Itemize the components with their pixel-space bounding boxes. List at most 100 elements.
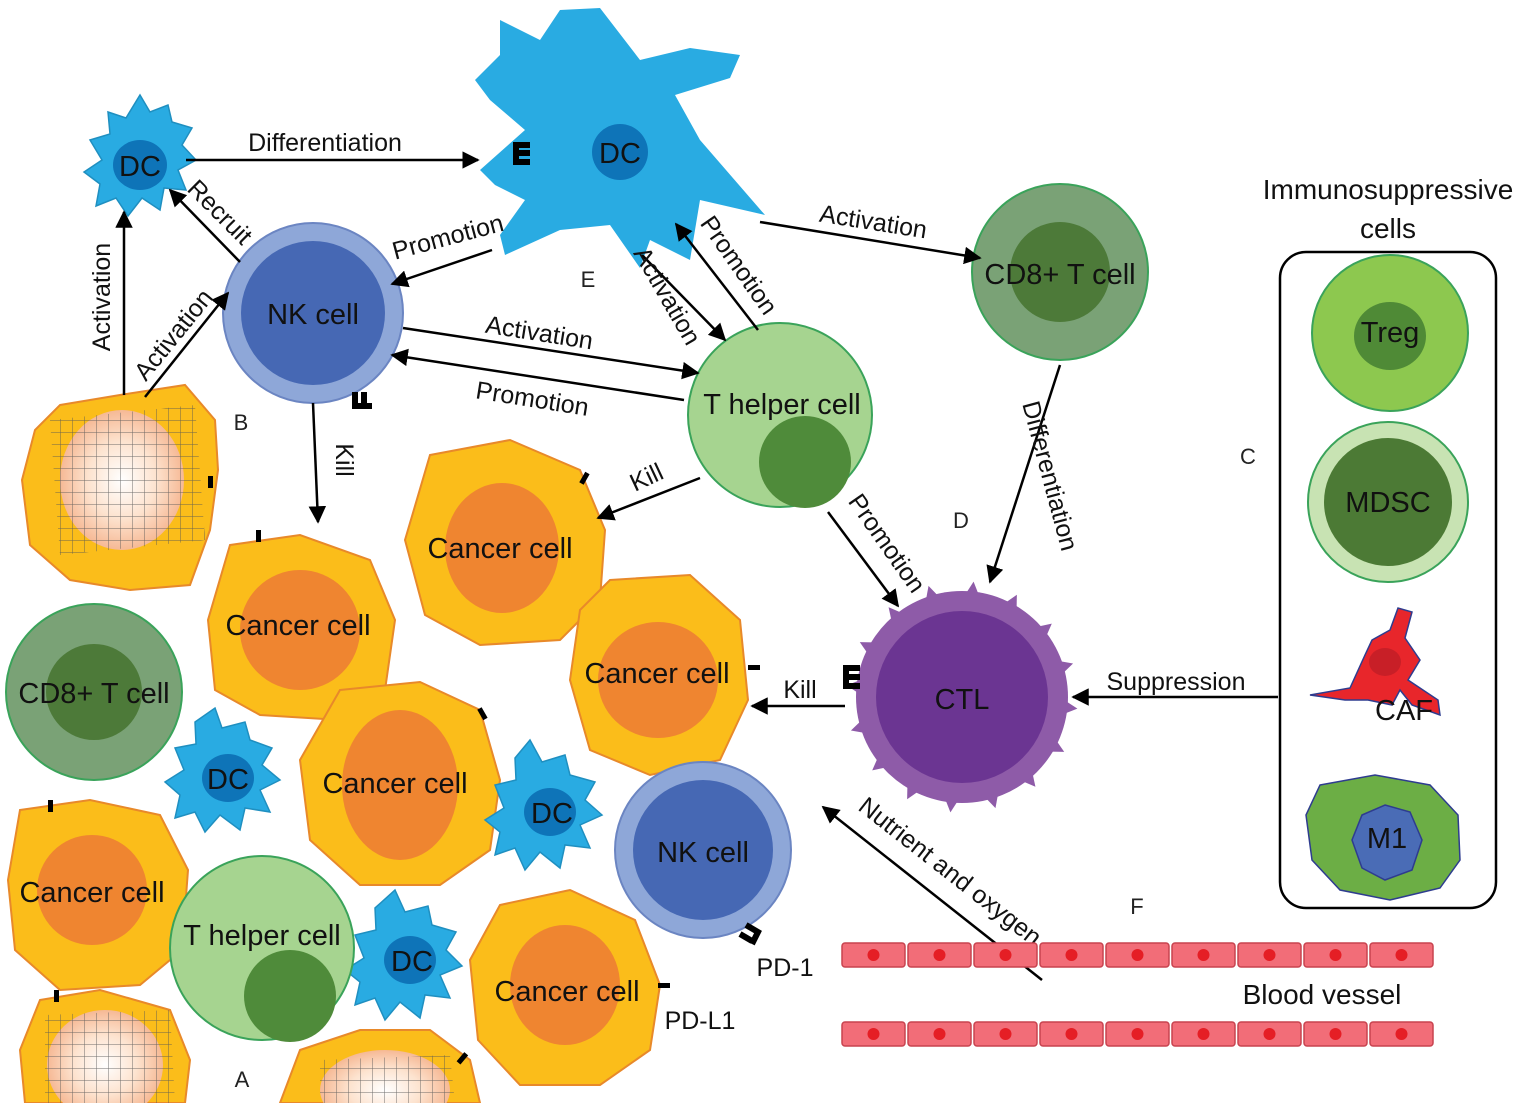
endothelial-nucleus [1329,949,1342,961]
label-differentiation-dc: Differentiation [248,129,402,157]
endothelial-nucleus [1197,1028,1210,1040]
svg-text:CD8+ T cell: CD8+ T cell [18,678,169,710]
th-cell-bottom: T helper cell [169,855,355,1042]
label-nutrient: Nutrient and oxygen [853,792,1047,952]
caf-cell: CAF [1309,607,1441,727]
dc-bottom-3: DC [343,888,464,1022]
svg-text:M1: M1 [1367,823,1407,855]
dc-bottom-1: DC [163,706,282,834]
th-top-inner [759,416,851,508]
arrow-recruit [168,188,241,263]
svg-text:Cancer cell: Cancer cell [19,877,164,909]
nk-top-inner [241,241,385,385]
dc-small-label: DC [119,151,161,183]
svg-text:MDSC: MDSC [1345,487,1430,519]
arrow-kill-nk [308,402,327,524]
endothelial-nucleus [999,1028,1012,1040]
svg-text:Cancer cell: Cancer cell [225,610,370,642]
ctl-spike [1064,701,1078,714]
ctl-spike [872,757,886,771]
endothelial-nucleus [933,1028,946,1040]
endothelial-nucleus [999,949,1012,961]
cancer-cell-3: Cancer cell [568,573,760,777]
endothelial-nucleus [1329,1028,1342,1040]
dying-cancer-cell-1 [20,383,220,592]
arrow-differentiation-cd8-ctl [986,364,1062,584]
arrow-activation-dc-cd8 [759,220,982,265]
cd8-top-inner [1010,222,1110,322]
blood-vessel-wall-top [841,942,1434,968]
ctl-spike [945,799,958,813]
immunosuppressive-panel [1278,250,1498,910]
endothelial-nucleus [867,1028,880,1040]
region-letter-b: B [234,410,249,435]
label-promotion-th-ctl: Promotion [842,489,930,598]
pd-l1-label: PD-L1 [665,1007,736,1035]
nk-top-label: NK cell [267,299,359,331]
label-differentiation-cd8-ctl: Differentiation [1016,398,1083,554]
arrow-kill-th [596,476,701,521]
arrow-activation-dc-th [641,254,727,342]
label-activation-cancer-nk: Activation [129,284,219,386]
ctl-spike [1022,773,1036,787]
cancer-cell-4: Cancer cell [298,680,502,886]
region-letter-a: A [235,1067,250,1092]
endothelial-nucleus [1131,949,1144,961]
ctl-spike [966,581,979,595]
treg-cell: Treg [1311,254,1469,412]
th-top-label: T helper cell [703,389,860,421]
endothelial-nucleus [1263,949,1276,961]
blood-vessel-label: Blood vessel [1243,979,1402,1010]
ctl-spike [1038,623,1052,637]
dc-large-label: DC [599,138,641,170]
svg-text:CAF: CAF [1375,695,1433,727]
dc-large-receptor [513,142,530,165]
cd8-top-label: CD8+ T cell [984,259,1135,291]
label-activation-dc-cd8: Activation [818,200,929,245]
immunosuppressive-title-2: cells [1360,213,1416,244]
blood-vessel-wall-bottom [841,1021,1434,1047]
arrow-promotion-dc-nk [390,248,493,288]
label-suppression: Suppression [1107,668,1246,696]
pd-1-label: PD-1 [757,954,814,982]
nk-cell-bottom: NK cell [614,761,792,946]
endothelial-nucleus [1395,1028,1408,1040]
dc-bottom-2: DC [483,738,604,872]
arrow-promotion-th-ctl [826,511,900,608]
cancer-cell-6: Cancer cell [468,888,670,1086]
cd8-cell-top: CD8+ T cell [971,183,1149,361]
endothelial-nucleus [1065,1028,1078,1040]
svg-text:DC: DC [207,764,249,796]
region-letter-f: F [1130,894,1143,919]
label-activation-vertical: Activation [88,243,116,351]
cancer-cell-5: Cancer cell [6,798,190,992]
immunosuppressive-title-1: Immunosuppressive [1263,174,1514,205]
label-promotion-dc-nk: Promotion [389,209,506,266]
svg-text:Cancer cell: Cancer cell [494,976,639,1008]
arrow-promotion-th-nk [390,348,685,402]
endothelial-nucleus [867,949,880,961]
svg-text:DC: DC [531,798,573,830]
svg-text:Cancer cell: Cancer cell [427,533,572,565]
svg-text:Cancer cell: Cancer cell [584,658,729,690]
svg-text:Treg: Treg [1361,317,1420,349]
dying-cancer-cell-3 [278,1029,482,1103]
endothelial-nucleus [1197,949,1210,961]
svg-text:Cancer cell: Cancer cell [322,768,467,800]
arrow-promotion-th-dc [674,222,759,331]
nk-cell-top: NK cell [222,222,404,409]
pd-1-receptor [738,922,762,946]
pd-l1-marker [208,476,213,488]
endothelial-nucleus [933,949,946,961]
label-kill-nk: Kill [330,443,358,476]
region-letter-d: D [953,508,969,533]
svg-text:DC: DC [391,946,433,978]
dc-large-cell: DC [475,8,765,268]
ctl-spike [888,607,902,621]
arrow-activation-nk-th [402,326,700,380]
region-letter-c: C [1240,444,1256,469]
label-kill-ctl: Kill [783,676,816,704]
label-kill-th: Kill [626,458,668,497]
endothelial-nucleus [1065,949,1078,961]
